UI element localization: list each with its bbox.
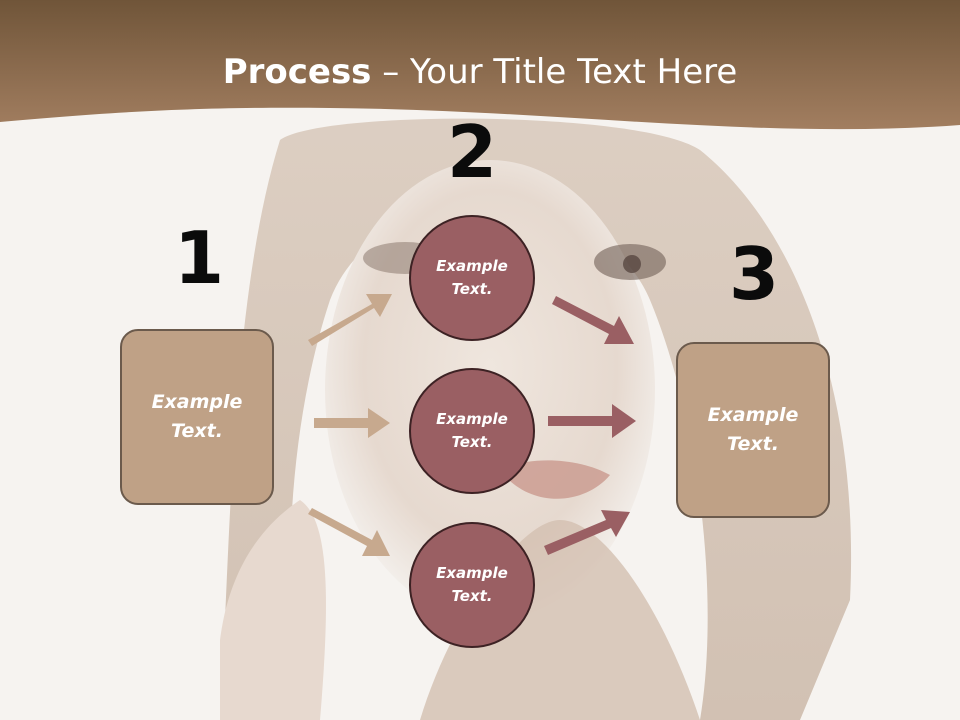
- circle-text: Example Text.: [436, 410, 508, 451]
- step-2-number: 2: [446, 110, 498, 194]
- circle-text: Example Text.: [436, 564, 508, 605]
- title-bold: Process: [222, 52, 372, 92]
- arrow-to-top-circle: [308, 294, 392, 346]
- step-1-text: Example Text.: [151, 391, 243, 442]
- arrow-from-bottom-circle: [544, 510, 630, 555]
- circle-text: Example Text.: [436, 257, 508, 298]
- arrow-to-bottom-circle: [308, 508, 390, 556]
- step-2-circle-top: Example Text.: [409, 215, 535, 341]
- step-2-circle-bottom: Example Text.: [409, 522, 535, 648]
- step-3-box: Example Text.: [676, 342, 830, 518]
- arrow-from-middle-circle: [548, 404, 636, 438]
- step-3-number: 3: [728, 232, 780, 316]
- step-1-box: Example Text.: [120, 329, 274, 505]
- step-3-text: Example Text.: [707, 404, 799, 455]
- step-1-number: 1: [173, 216, 225, 300]
- step-2-circle-middle: Example Text.: [409, 368, 535, 494]
- arrow-to-middle-circle: [314, 408, 390, 438]
- title-rest: – Your Title Text Here: [371, 52, 738, 92]
- header-band: [0, 0, 960, 130]
- arrow-from-top-circle: [552, 296, 634, 344]
- slide-title: Process – Your Title Text Here: [0, 52, 960, 92]
